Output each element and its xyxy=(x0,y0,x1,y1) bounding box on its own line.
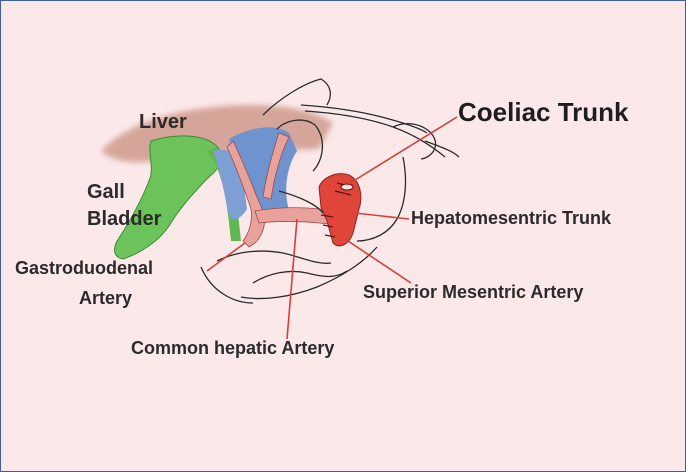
pointer-gastroduodenal-artery xyxy=(207,243,245,271)
pointer-hepatomesentric-trunk xyxy=(355,213,409,219)
label-superior-mesentric-artery: Superior Mesentric Artery xyxy=(363,283,583,301)
label-coeliac-trunk: Coeliac Trunk xyxy=(458,99,629,125)
label-hepatomesentric-trunk: Hepatomesentric Trunk xyxy=(411,209,611,227)
label-common-hepatic-artery: Common hepatic Artery xyxy=(131,339,334,357)
pointer-superior-mesentric-artery xyxy=(345,239,411,283)
pointer-common-hepatic-artery xyxy=(287,219,297,339)
label-gall-bladder-line1: Gall xyxy=(87,182,125,202)
label-gall-bladder-line2: Bladder xyxy=(87,209,161,229)
label-gastroduodenal-line2: Artery xyxy=(79,289,132,307)
label-liver: Liver xyxy=(139,112,187,132)
pointer-coeliac-trunk xyxy=(347,117,457,185)
label-gastroduodenal-line1: Gastroduodenal xyxy=(15,259,153,277)
